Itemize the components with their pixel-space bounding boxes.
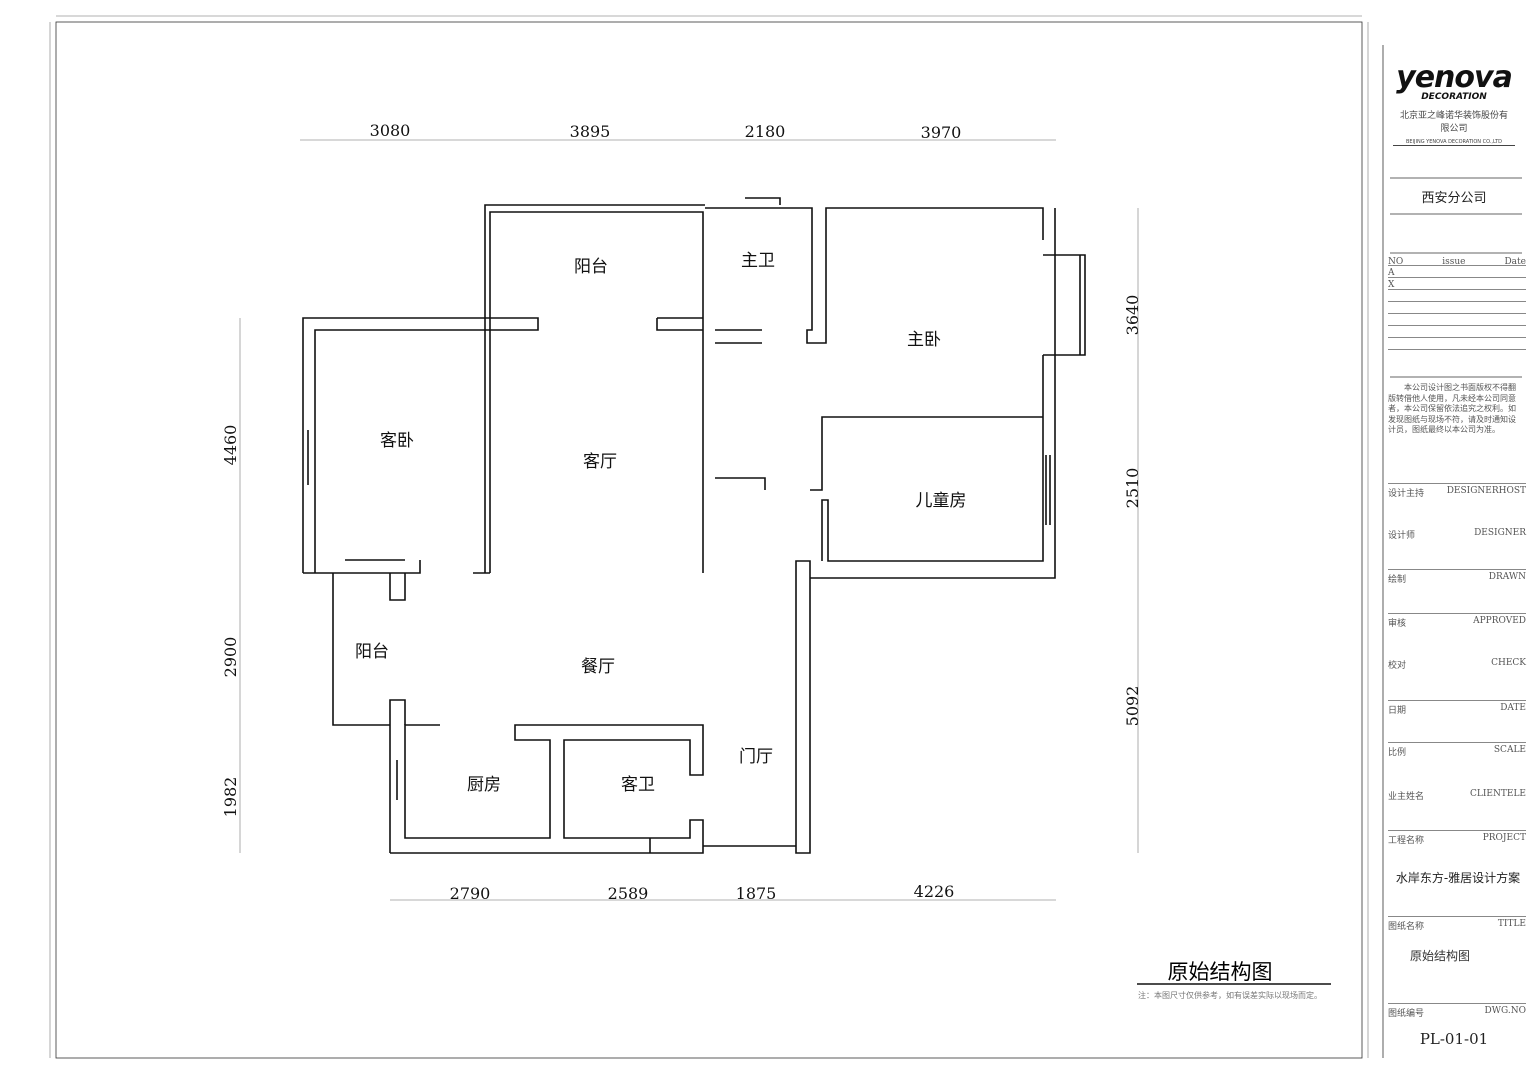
field-dwg-no: 图纸编号 DWG.NO xyxy=(1388,1003,1526,1019)
rev-date-label: Date xyxy=(1504,257,1526,267)
field-client: 业主姓名 CLIENTELE xyxy=(1388,787,1526,802)
dimension-lines xyxy=(239,139,1139,901)
field-label-en: DATE xyxy=(1500,703,1526,713)
room-label-master-bath: 主卫 xyxy=(741,251,775,271)
room-label-foyer: 门厅 xyxy=(739,747,773,767)
dim-left-2: 2900 xyxy=(221,637,240,678)
dim-right-3: 5092 xyxy=(1123,686,1142,727)
drawing-number: PL-01-01 xyxy=(1419,1030,1489,1048)
field-label-en: CLIENTELE xyxy=(1470,789,1526,799)
drawing-title: 原始结构图 xyxy=(1168,960,1273,984)
room-label-living-room: 客厅 xyxy=(583,452,617,472)
field-label-en: DESIGNER xyxy=(1474,528,1526,538)
dim-bottom-2: 2589 xyxy=(608,884,649,903)
room-label-balcony-left: 阳台 xyxy=(355,642,389,662)
room-label-dining-room: 餐厅 xyxy=(581,657,615,677)
field-designer-host: 设计主持 DESIGNERHOST xyxy=(1388,483,1526,499)
revision-row: A xyxy=(1388,265,1526,278)
dim-bottom-1: 2790 xyxy=(450,884,491,903)
title-block-lines xyxy=(1390,177,1522,378)
rev-no-label: NO xyxy=(1388,257,1404,267)
field-label-cn: 图纸编号 xyxy=(1388,1009,1425,1019)
field-label-cn: 图纸名称 xyxy=(1388,922,1425,932)
field-label-en: DRAWN xyxy=(1488,572,1526,582)
revision-header: NO issue Date xyxy=(1388,255,1526,267)
field-label-cn: 工程名称 xyxy=(1388,836,1425,846)
field-label-cn: 日期 xyxy=(1388,706,1407,716)
drawing-title-value: 原始结构图 xyxy=(1410,949,1471,963)
revision-row: X xyxy=(1388,277,1526,290)
field-label-cn: 校对 xyxy=(1388,661,1407,671)
title-block: yenova DECORATION 北京亚之峰诺华装饰股份有限公司 BEIJIN… xyxy=(1383,60,1525,146)
rev-row-label: X xyxy=(1388,280,1395,290)
field-label-en: CHECK xyxy=(1491,658,1526,668)
company-logo: yenova xyxy=(1396,60,1513,95)
disclaimer: 本公司设计图之书面版权不得翻版转借他人使用，凡未经本公司同意者，本公司保留依法追… xyxy=(1388,383,1516,434)
rev-issue-label: issue xyxy=(1442,257,1466,267)
field-check: 校对 CHECK xyxy=(1388,656,1526,671)
field-scale: 比例 SCALE xyxy=(1388,742,1526,758)
walls xyxy=(302,197,1086,854)
dim-left-3: 1982 xyxy=(221,777,240,818)
field-title: 图纸名称 TITLE xyxy=(1388,916,1526,932)
field-label-cn: 审核 xyxy=(1388,619,1407,629)
field-label-en: PROJECT xyxy=(1482,833,1526,843)
room-label-master-bedroom: 主卧 xyxy=(907,330,941,350)
drawing-frame xyxy=(55,21,1363,1059)
field-approved: 审核 APPROVED xyxy=(1388,613,1526,629)
field-drawn: 绘制 DRAWN xyxy=(1388,569,1526,585)
dim-top-1: 3080 xyxy=(370,121,411,140)
dim-bottom-4: 4226 xyxy=(914,882,955,901)
field-label-en: DESIGNERHOST xyxy=(1446,486,1526,496)
field-label-cn: 设计主持 xyxy=(1388,489,1425,499)
dim-right-2: 2510 xyxy=(1123,468,1142,509)
company-logo-sub: DECORATION xyxy=(1421,92,1487,102)
rev-row-label: A xyxy=(1388,268,1395,278)
project-name: 水岸东方-雅居设计方案 xyxy=(1395,871,1521,885)
dim-left-1: 4460 xyxy=(221,425,240,466)
company-name-cn: 北京亚之峰诺华装饰股份有限公司 xyxy=(1399,111,1508,134)
field-date: 日期 DATE xyxy=(1388,700,1526,716)
field-label-cn: 绘制 xyxy=(1388,575,1407,585)
room-label-guest-bath: 客卫 xyxy=(621,775,655,795)
drawing-note: 注：本图尺寸仅供参考，如有误差实际以现场而定。 xyxy=(1138,990,1322,1000)
dimensions: 3080 3895 2180 3970 2790 2589 1875 4226 … xyxy=(221,121,1142,903)
field-label-cn: 业主姓名 xyxy=(1388,792,1425,802)
field-label-en: SCALE xyxy=(1493,745,1526,755)
dim-top-3: 2180 xyxy=(745,122,786,141)
dim-bottom-3: 1875 xyxy=(736,884,777,903)
field-label-en: DWG.NO xyxy=(1484,1006,1526,1016)
room-label-kitchen: 厨房 xyxy=(467,775,501,795)
field-label-cn: 设计师 xyxy=(1388,531,1416,541)
room-label-guest-bedroom: 客卧 xyxy=(380,431,414,451)
room-labels: 阳台 主卫 主卧 客卧 客厅 儿童房 阳台 餐厅 门厅 厨房 客卫 xyxy=(355,251,967,795)
room-label-balcony-top: 阳台 xyxy=(574,257,608,277)
field-label-en: APPROVED xyxy=(1473,616,1526,626)
company-name-en: BEIJING YENOVA DECORATION CO.,LTD xyxy=(1393,139,1515,146)
field-label-cn: 比例 xyxy=(1388,748,1407,758)
room-label-children-room: 儿童房 xyxy=(916,491,967,511)
field-label-en: TITLE xyxy=(1497,919,1526,929)
field-designer: 设计师 DESIGNER xyxy=(1388,526,1526,541)
field-project: 工程名称 PROJECT xyxy=(1388,830,1526,846)
dim-top-4: 3970 xyxy=(921,123,962,142)
dim-right-1: 3640 xyxy=(1123,295,1142,336)
branch-name: 西安分公司 xyxy=(1421,191,1487,206)
dim-top-2: 3895 xyxy=(570,122,611,141)
